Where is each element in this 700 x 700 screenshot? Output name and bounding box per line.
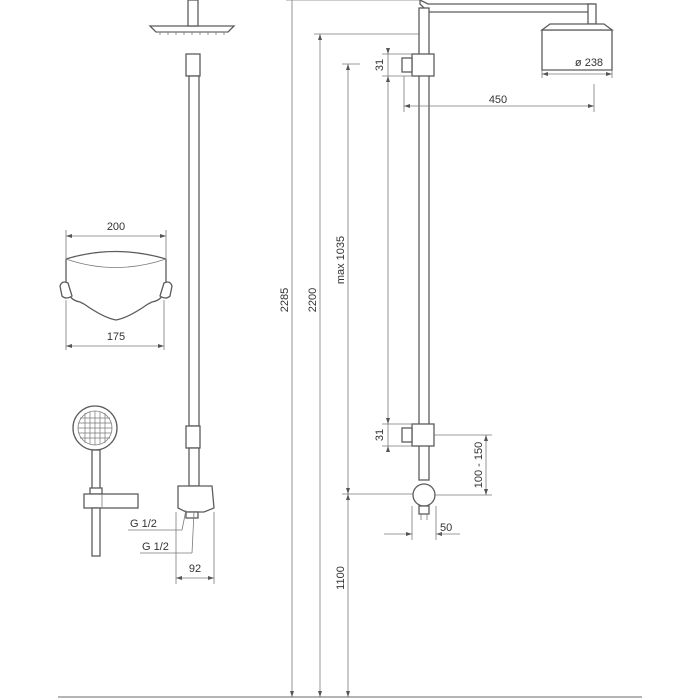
dim-wall-offset: 100 - 150	[473, 442, 485, 488]
front-view-column	[401, 0, 614, 520]
dim-mixer-height: 1100	[335, 566, 347, 590]
top-bracket-front	[411, 53, 435, 77]
dim-wall-offset-lines	[434, 434, 492, 496]
bottom-bracket-front	[411, 423, 435, 447]
dim-slider-range: max 1035	[335, 236, 347, 284]
handshower-holder	[83, 493, 139, 509]
thread-label-1: G 1/2	[130, 518, 157, 530]
dim-bottom-bracket-lines	[382, 418, 412, 452]
bottom-coupling-side	[185, 425, 201, 449]
dim-mixer-depth: 92	[189, 563, 201, 575]
height-dimensions	[286, 0, 420, 697]
rainhead-side	[148, 25, 236, 33]
dim-total-height: 2285	[279, 288, 291, 312]
hand-shower	[72, 405, 139, 557]
dim-outlet-offset: 50	[440, 522, 452, 534]
rainhead-nozzles-side	[159, 32, 225, 35]
dim-bottom-bracket: 31	[374, 429, 386, 441]
dim-height-to-arm: 2200	[307, 288, 319, 312]
dim-outlet-lines	[384, 506, 460, 540]
riser-side	[188, 75, 200, 427]
thread-leaders	[128, 509, 215, 584]
thread-label-2: G 1/2	[142, 541, 169, 553]
mixer-front	[412, 483, 436, 507]
dim-handset-top: 200	[107, 221, 125, 233]
mixer-side	[177, 485, 215, 513]
dim-arm-length: 450	[489, 94, 507, 106]
dim-arm-lines	[403, 76, 595, 112]
handshower-hose	[91, 507, 101, 557]
dim-rainhead-diameter: ø 238	[575, 57, 603, 69]
side-view-column	[148, 0, 236, 519]
handset-plan-view	[59, 230, 173, 350]
dim-top-bracket: 31	[374, 59, 386, 71]
handshower-handle	[91, 449, 101, 491]
dim-top-bracket-lines	[382, 48, 412, 82]
riser-front	[418, 7, 430, 481]
dim-handset-bottom: 175	[107, 331, 125, 343]
top-coupling-side	[185, 53, 201, 77]
dim-rainhead-diameter-lines	[541, 70, 613, 78]
